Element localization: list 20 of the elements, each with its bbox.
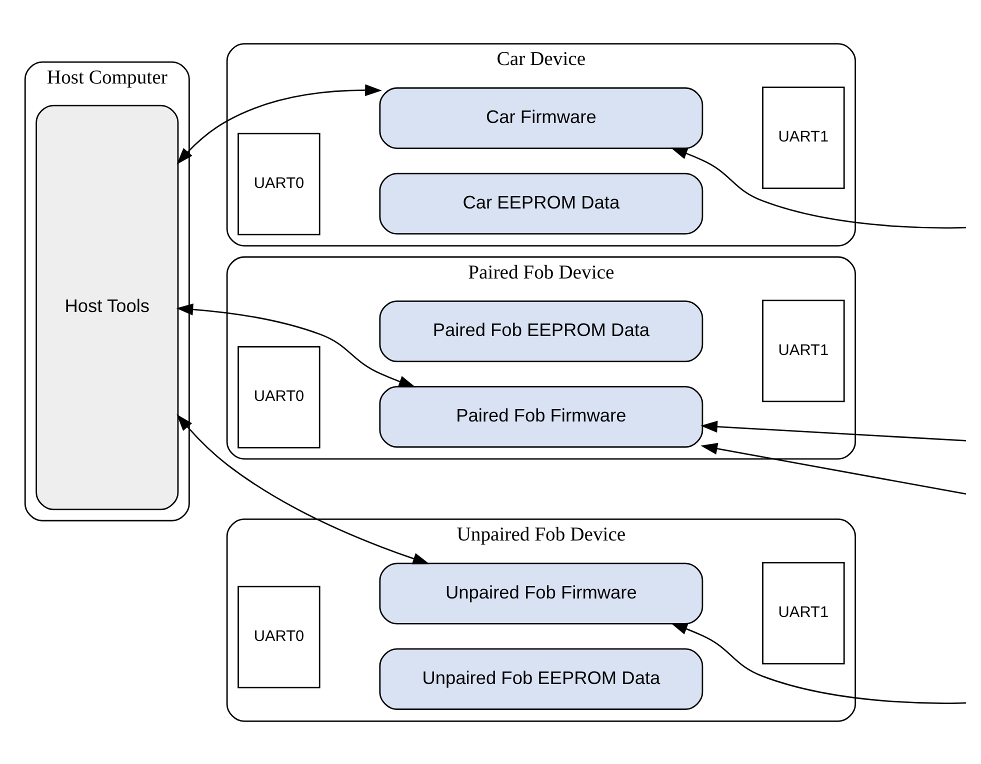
node-box: Unpaired Fob EEPROM Data xyxy=(379,648,704,710)
node-box: UART0 xyxy=(238,132,320,235)
node-box: Unpaired Fob Firmware xyxy=(379,562,704,624)
node-box: UART0 xyxy=(238,346,320,448)
node-box: UART1 xyxy=(762,299,845,402)
arrow xyxy=(700,420,966,441)
node-box: Car Firmware xyxy=(379,86,704,148)
node-box: Host Tools xyxy=(36,104,179,510)
node-box: Paired Fob EEPROM Data xyxy=(379,300,704,362)
node-box: UART1 xyxy=(762,86,845,188)
arrow xyxy=(176,414,430,564)
arrow xyxy=(670,147,966,228)
node-box: UART1 xyxy=(762,562,845,664)
arrow xyxy=(176,303,416,387)
node-box: UART0 xyxy=(238,585,320,688)
arrow xyxy=(670,622,966,704)
node-box: Paired Fob Firmware xyxy=(379,386,704,448)
arrow xyxy=(176,84,382,164)
arrow xyxy=(700,442,966,494)
node-box: Car EEPROM Data xyxy=(379,172,704,234)
